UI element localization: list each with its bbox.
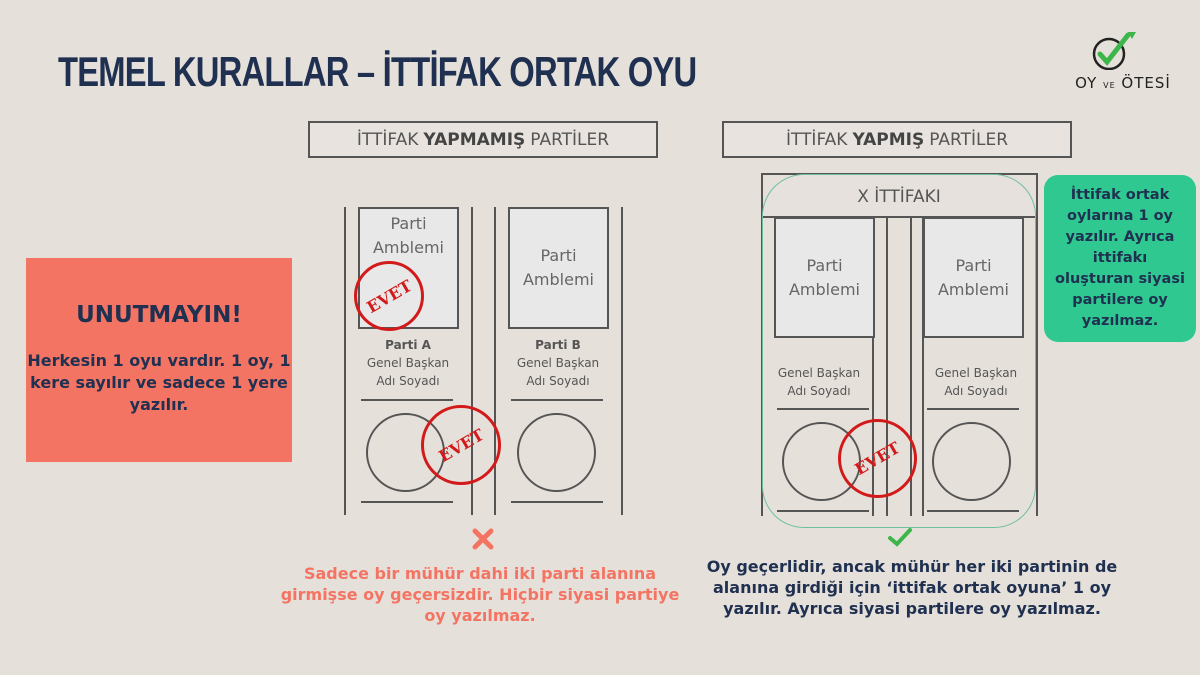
header-text: PARTİLER xyxy=(530,129,610,150)
header-text: İTTİFAK xyxy=(356,129,419,150)
party-name: Parti B xyxy=(535,338,581,352)
logo-text: VE xyxy=(1103,81,1116,90)
logo-text: ÖTESİ xyxy=(1121,74,1171,92)
divider xyxy=(872,173,874,516)
leader-name: Adı Soyadı xyxy=(376,374,440,388)
leader-name: Adı Soyadı xyxy=(944,384,1008,398)
line xyxy=(777,510,869,512)
header-text: İTTİFAK xyxy=(785,129,848,150)
party-emblem: Parti Amblemi xyxy=(923,217,1024,338)
leader-title: Genel Başkan xyxy=(516,356,600,370)
evet-stamp: EVET xyxy=(838,419,917,498)
line xyxy=(511,501,603,503)
line xyxy=(361,399,453,401)
header-text: PARTİLER xyxy=(929,129,1009,150)
alliance-overlay: X İTTİFAKI xyxy=(762,174,1036,528)
divider xyxy=(910,173,912,516)
invalid-caption: Sadece bir mühür dahi iki parti alanına … xyxy=(280,564,680,625)
divider xyxy=(1036,173,1038,516)
check-circle-arrow-icon xyxy=(1092,32,1136,70)
leader-title: Genel Başkan xyxy=(366,356,450,370)
page-title: TEMEL KURALLAR – İTTİFAK ORTAK OYU xyxy=(58,48,697,95)
leader-name: Adı Soyadı xyxy=(787,384,851,398)
stamp-circle xyxy=(932,422,1011,501)
divider xyxy=(344,207,346,515)
reminder-text: Herkesin 1 oyu vardır. 1 oy, 1 kere sayı… xyxy=(27,351,291,414)
divider xyxy=(886,173,888,516)
party-emblem: Parti Amblemi xyxy=(508,207,609,329)
brand-logo: OY VE ÖTESİ xyxy=(1068,30,1178,94)
line xyxy=(927,408,1019,410)
divider xyxy=(471,207,473,515)
party-name: Parti A xyxy=(385,338,431,352)
logo-text: OY xyxy=(1075,74,1098,92)
leader-title: Genel Başkan xyxy=(777,366,861,380)
alliance-callout: İttifak ortak oylarına 1 oy yazılır. Ayr… xyxy=(1044,175,1196,342)
evet-stamp: EVET xyxy=(354,261,424,331)
valid-caption: Oy geçerlidir, ancak mühür her iki parti… xyxy=(706,557,1118,618)
evet-stamp: EVET xyxy=(421,405,501,485)
stamp-circle xyxy=(517,413,596,492)
leader-title: Genel Başkan xyxy=(934,366,1018,380)
line xyxy=(511,399,603,401)
line xyxy=(361,501,453,503)
header-bold: YAPMAMIŞ xyxy=(423,129,526,150)
check-icon xyxy=(888,528,912,547)
party-emblem: Parti Amblemi xyxy=(774,217,875,338)
line xyxy=(927,510,1019,512)
divider xyxy=(494,207,496,515)
alliance-name: X İTTİFAKI xyxy=(763,175,1035,218)
reminder-box: UNUTMAYIN! Herkesin 1 oyu vardır. 1 oy, … xyxy=(26,258,292,462)
line xyxy=(777,408,869,410)
reminder-heading: UNUTMAYIN! xyxy=(76,302,242,328)
leader-name: Adı Soyadı xyxy=(526,374,590,388)
divider xyxy=(621,207,623,515)
divider xyxy=(922,173,924,516)
header-bold: YAPMIŞ xyxy=(852,129,925,150)
cross-icon xyxy=(472,528,494,550)
